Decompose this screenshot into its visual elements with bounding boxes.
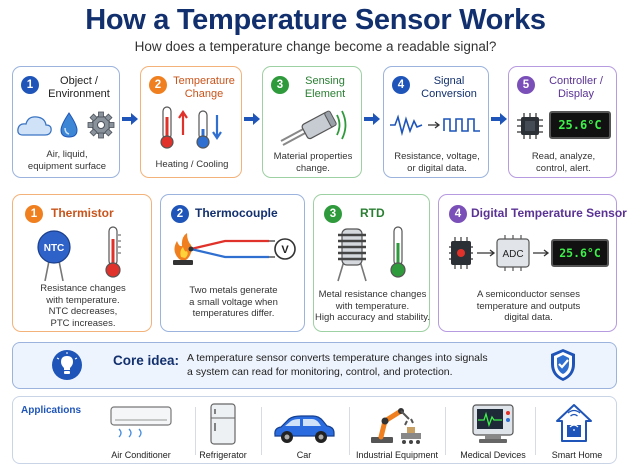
type-title: Thermistor bbox=[51, 206, 114, 220]
type-number: 2 bbox=[171, 205, 189, 223]
thermometer-green-icon bbox=[386, 225, 410, 279]
type-title: Thermocouple bbox=[195, 206, 278, 220]
divider bbox=[445, 407, 446, 455]
step-card-controller-display: 5 Controller /Display 25.6°C Read, analy… bbox=[508, 66, 617, 178]
microchip-icon bbox=[515, 111, 545, 141]
flame-thermocouple-voltmeter-icon: V bbox=[167, 231, 301, 271]
thermometer-hot-cold-icon bbox=[155, 103, 231, 151]
digital-sensor-chain-icon: ADC bbox=[447, 235, 611, 271]
industrial-robot-arm-icon bbox=[367, 403, 423, 445]
step-description: Resistance, voltage,or digital data. bbox=[394, 151, 480, 174]
arrow-right-icon bbox=[122, 112, 138, 126]
arrow-right-icon bbox=[244, 112, 260, 126]
rtd-coil-icon bbox=[330, 225, 376, 283]
step-number: 3 bbox=[271, 76, 289, 94]
temperature-display-screen: 25.6°C bbox=[549, 111, 611, 139]
page-subtitle: How does a temperature change become a r… bbox=[134, 39, 497, 54]
step-title: Object /Environment bbox=[48, 75, 110, 100]
app-label-air-conditioner: Air Conditioner bbox=[111, 450, 171, 460]
type-title: RTD bbox=[360, 206, 385, 220]
step-card-object: 1 Object /Environment Air, liquid,equipm… bbox=[12, 66, 120, 178]
arrow-right-icon bbox=[491, 112, 507, 126]
app-label-refrigerator: Refrigerator bbox=[199, 450, 247, 460]
medical-monitor-icon bbox=[471, 403, 515, 445]
step-description: Air, liquid,equipment surface bbox=[27, 149, 107, 172]
divider bbox=[535, 407, 536, 455]
ntc-thermistor-icon: NTC bbox=[29, 229, 79, 281]
page-title: How a Temperature Sensor Works bbox=[85, 4, 546, 36]
sensor-probe-icon bbox=[277, 105, 353, 149]
thermometer-red-icon bbox=[101, 225, 125, 279]
divider bbox=[195, 407, 196, 455]
shield-check-icon bbox=[549, 348, 577, 382]
app-label-industrial-equipment: Industrial Equipment bbox=[355, 450, 439, 460]
applications-panel: Applications Air Conditioner Refrigerato… bbox=[12, 396, 617, 464]
app-label-medical-devices: Medical Devices bbox=[460, 450, 526, 460]
divider bbox=[261, 407, 262, 455]
svg-text:NTC: NTC bbox=[44, 243, 65, 254]
type-number: 4 bbox=[449, 205, 467, 223]
analog-to-digital-wave-icon bbox=[390, 113, 484, 137]
step-description: Read, analyze,control, alert. bbox=[531, 151, 596, 174]
air-conditioner-icon bbox=[109, 405, 173, 441]
applications-label: Applications bbox=[21, 405, 82, 416]
refrigerator-icon bbox=[209, 403, 237, 445]
type-number: 3 bbox=[324, 205, 342, 223]
arrow-right-icon bbox=[364, 112, 380, 126]
digital-temperature-display: 25.6°C bbox=[551, 239, 609, 267]
smart-home-icon bbox=[553, 401, 595, 445]
step-number: 2 bbox=[149, 76, 167, 94]
core-idea-banner: Core idea: A temperature sensor converts… bbox=[12, 342, 617, 389]
lightbulb-icon bbox=[51, 349, 83, 381]
step-description: Heating / Cooling bbox=[155, 159, 229, 170]
step-number: 5 bbox=[517, 76, 535, 94]
car-icon bbox=[271, 411, 337, 445]
type-card-digital-sensor: 4 Digital Temperature Sensor ADC 25.6°C … bbox=[438, 194, 627, 332]
step-number: 1 bbox=[21, 76, 39, 94]
app-label-car: Car bbox=[296, 450, 312, 460]
type-number: 1 bbox=[25, 205, 43, 223]
divider bbox=[349, 407, 350, 455]
svg-text:V: V bbox=[281, 244, 289, 256]
type-title: Digital Temperature Sensor bbox=[471, 206, 627, 220]
step-title: Controller /Display bbox=[549, 75, 603, 100]
core-idea-text: A temperature sensor converts temperatur… bbox=[187, 352, 488, 378]
cloud-drop-gear-icon bbox=[17, 109, 117, 141]
svg-text:ADC: ADC bbox=[502, 249, 523, 260]
core-idea-label: Core idea: bbox=[113, 353, 180, 368]
app-label-smart-home: Smart Home bbox=[551, 450, 603, 460]
step-number: 4 bbox=[392, 76, 410, 94]
